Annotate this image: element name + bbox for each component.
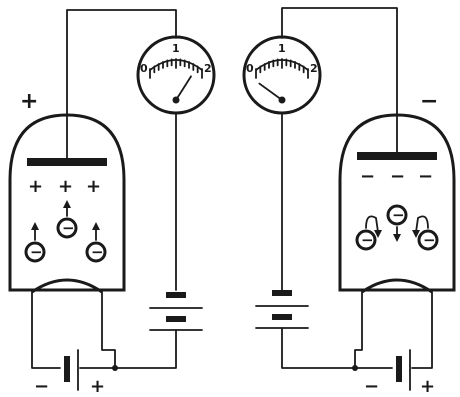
right-plate-charge-0: − (360, 166, 375, 187)
right-plate-charge-1: − (390, 166, 405, 187)
right-return-wire (281, 327, 356, 369)
left-plate-charge-2: + (86, 176, 101, 197)
left-filament (31, 278, 103, 294)
right-meter-label-1: 1 (278, 42, 286, 55)
left-plate-battery (149, 292, 203, 331)
right-meter-needle (258, 82, 283, 101)
left-filament-battery (64, 349, 79, 391)
right-filament-battery (396, 349, 411, 391)
right-filament (361, 278, 433, 294)
right-plate-wire (281, 7, 398, 153)
left-plate-charge-0: + (28, 176, 43, 197)
right-meter-label-2: 2 (310, 62, 318, 75)
left-return-wire (114, 329, 177, 369)
left-meter: 0 1 2 (136, 35, 216, 115)
svg-text:−: − (361, 231, 374, 249)
left-tube-polarity: + (20, 89, 38, 114)
left-meter-label-2: 2 (204, 62, 212, 75)
left-filament-wire (31, 291, 61, 369)
left-plate-wire (66, 9, 177, 159)
svg-text:−: − (423, 231, 436, 249)
right-meter: 0 1 2 (242, 35, 322, 115)
right-plate (357, 152, 437, 160)
left-meter-pivot (172, 96, 180, 104)
right-filament-wire-2 (411, 291, 433, 369)
right-filament-battery-pos: + (420, 376, 435, 397)
left-electron-2: − (56, 200, 78, 239)
right-plate-charge-2: − (418, 166, 433, 187)
svg-text:−: − (392, 206, 405, 224)
left-filament-battery-pos: + (90, 376, 105, 397)
left-electron-3: − (85, 222, 107, 263)
svg-text:−: − (62, 219, 75, 237)
right-electron-1: − (355, 215, 382, 251)
right-filament-wire (354, 291, 393, 369)
left-filament-wire-2 (79, 291, 116, 369)
svg-text:−: − (91, 243, 104, 261)
right-meter-label-0: 0 (246, 62, 254, 75)
left-electron-1: − (24, 222, 46, 263)
right-electron-2: − (386, 204, 408, 242)
svg-text:−: − (30, 243, 43, 261)
right-circuit: 0 1 2 − + − − − − − (242, 7, 456, 397)
right-filament-battery-neg: − (364, 376, 379, 397)
left-plate-charge-1: + (58, 176, 73, 197)
right-tube-polarity: − (420, 89, 438, 114)
right-plate-battery (255, 290, 309, 329)
left-filament-battery-neg: − (34, 376, 49, 397)
left-circuit: 0 1 2 − + + + + + (8, 9, 216, 397)
right-meter-pivot (278, 96, 286, 104)
right-electron-3: − (412, 215, 439, 251)
left-meter-label-1: 1 (172, 42, 180, 55)
left-plate (27, 158, 107, 166)
left-meter-label-0: 0 (140, 62, 148, 75)
left-meter-needle (175, 75, 192, 101)
